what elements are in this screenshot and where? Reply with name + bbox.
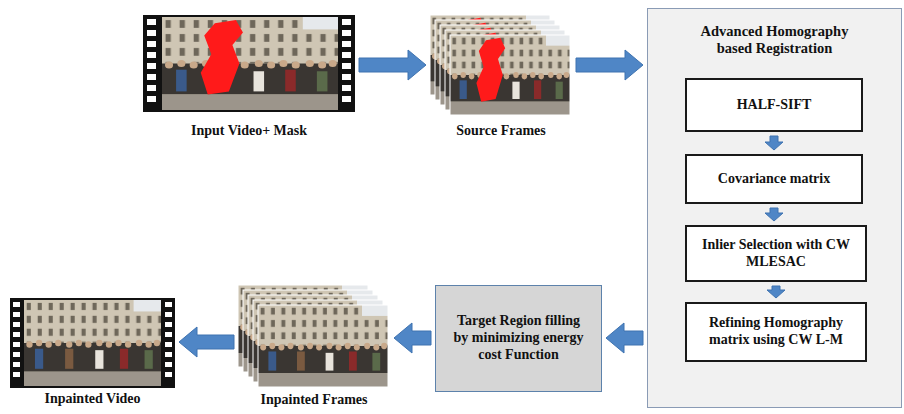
flow-arrow: [179, 327, 234, 357]
flow-arrow: [576, 50, 643, 80]
flow-arrow: [765, 208, 783, 221]
video-node: Inpainted Video: [10, 298, 175, 408]
frames-node: Source Frames: [430, 15, 572, 140]
process-box: HALF-SIFT: [685, 78, 863, 132]
box-label: Inlier Selection with CW MLESAC: [693, 237, 859, 271]
process-box: Covariance matrix: [685, 154, 863, 204]
flow-arrow: [606, 323, 643, 353]
box-label: Refining Homography matrix using CW L-M: [693, 315, 859, 349]
source-frame-stack: [430, 15, 570, 115]
process-box: Target Region filling by minimizing ener…: [435, 285, 602, 392]
image-caption: Inpainted Frames: [261, 392, 368, 409]
flow-arrow: [394, 323, 431, 353]
input-film-strip: [143, 15, 355, 112]
inpainted-frame-stack: [238, 285, 388, 387]
video-node: Input Video+ Mask: [143, 15, 355, 140]
process-box: Inlier Selection with CW MLESAC: [685, 225, 867, 282]
frames-node: Inpainted Frames: [238, 285, 390, 409]
output-film-strip: [10, 298, 175, 388]
flow-arrow: [359, 50, 426, 80]
group-panel: Advanced Homography based RegistrationHA…: [647, 8, 902, 408]
box-label: Covariance matrix: [718, 171, 830, 188]
panel-title: Advanced Homography based Registration: [685, 23, 865, 58]
box-label: Target Region filling by minimizing ener…: [450, 313, 587, 363]
image-caption: Source Frames: [456, 123, 546, 140]
flow-arrow: [767, 286, 785, 298]
image-caption: Inpainted Video: [44, 391, 140, 408]
box-label: HALF-SIFT: [737, 97, 812, 114]
process-box: Refining Homography matrix using CW L-M: [685, 302, 867, 362]
panel-fill: [647, 8, 902, 408]
image-caption: Input Video+ Mask: [191, 123, 307, 140]
flow-arrow: [765, 136, 783, 150]
